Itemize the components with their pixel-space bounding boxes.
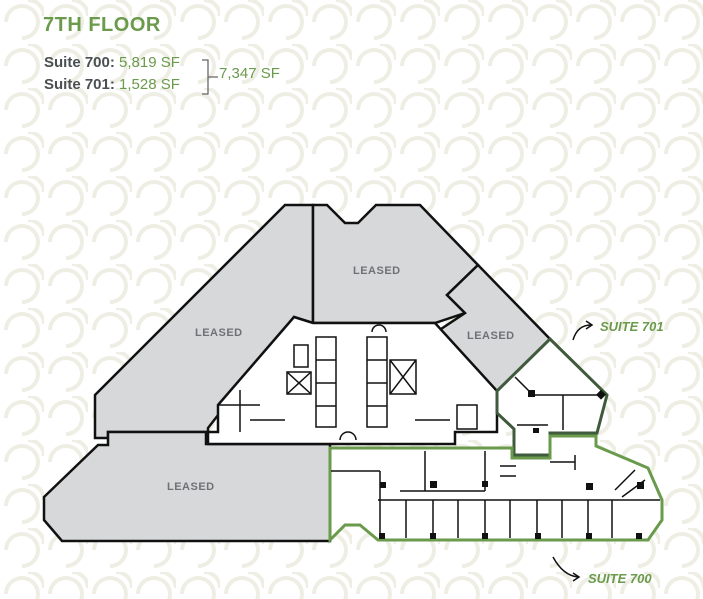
leased-label-northeast: LEASED <box>467 330 515 342</box>
leased-label-southwest: LEASED <box>167 481 215 493</box>
suite-700-callout[interactable]: SUITE 700 <box>588 571 652 586</box>
suite-700-area[interactable] <box>328 434 664 544</box>
floor-title: 7TH FLOOR <box>43 14 161 36</box>
leased-area-north[interactable] <box>311 203 480 325</box>
suite-701-label: Suite 701: <box>44 76 115 93</box>
suite-701-arrow-icon <box>572 324 592 341</box>
suite-701-area: 1,528 SF <box>119 76 180 93</box>
suite-700-arrow-icon <box>552 556 579 578</box>
suite-700-area-row: Suite 700: 5,819 SF <box>44 54 180 71</box>
suite-701-area[interactable] <box>495 336 609 457</box>
suite-700-area: 5,819 SF <box>119 54 180 71</box>
total-bracket-icon <box>202 59 218 95</box>
suite-701-callout[interactable]: SUITE 701 <box>600 319 664 334</box>
suite-700-label: Suite 700: <box>44 54 115 71</box>
building-core <box>206 315 499 446</box>
total-area: 7,347 SF <box>219 65 280 82</box>
leased-label-north: LEASED <box>353 265 401 277</box>
leased-area-southwest[interactable] <box>42 430 332 543</box>
leased-label-west: LEASED <box>195 327 243 339</box>
suite-701-area-row: Suite 701: 1,528 SF <box>44 76 180 93</box>
